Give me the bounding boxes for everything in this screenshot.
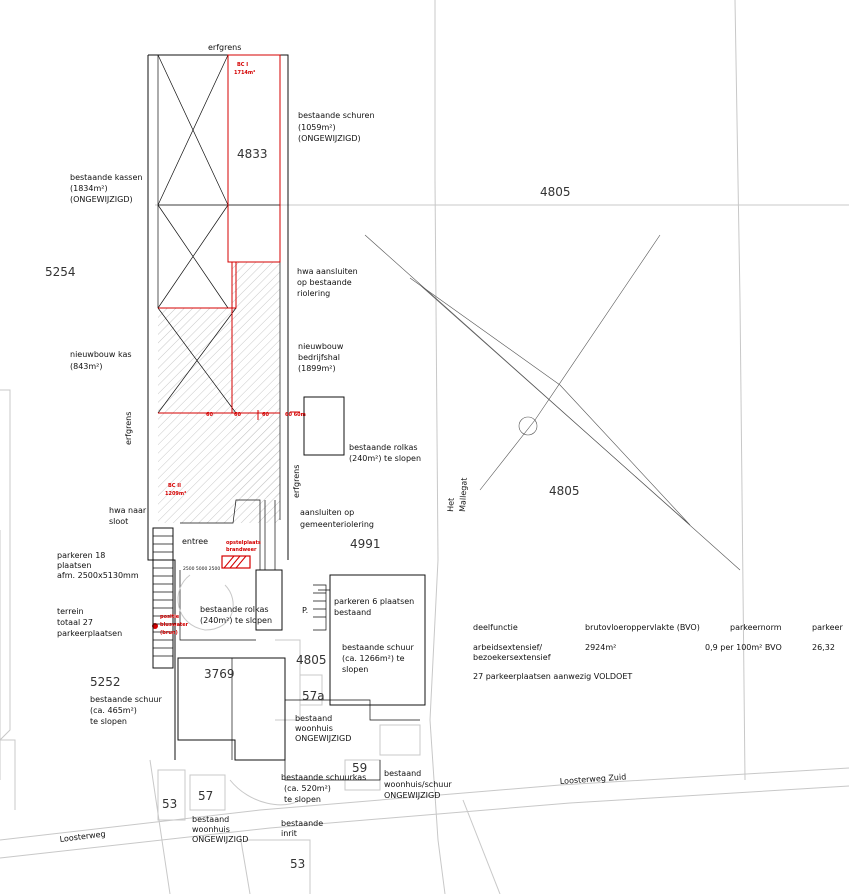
- parcel-5254: 5254: [45, 265, 76, 279]
- parking-dimensions: 2500 5000 2500: [183, 566, 220, 572]
- label-entree: entree: [182, 537, 208, 546]
- label-gemeenteriolering: aansluiten op gemeenteriolering: [300, 508, 374, 529]
- label-rolkas-left: bestaande rolkas (240m²) te slopen: [200, 605, 272, 625]
- parcel-4805-right: 4805: [549, 484, 580, 498]
- parcel-53-bottom: 53: [290, 857, 305, 871]
- label-woonhuis-schuur: bestaand woonhuis/schuur ONGEWIJZIGD: [384, 769, 454, 800]
- erfgrens-right: erfgrens: [292, 465, 301, 498]
- table-cell-func-2: bezoekersextensief: [473, 653, 551, 662]
- parking-areas: [152, 527, 327, 669]
- opstelplaats-box: [221, 555, 251, 569]
- label-opstelplaats: opstelplaats brandweer: [226, 540, 263, 553]
- table-header-deelfunctie: deelfunctie: [473, 623, 518, 632]
- label-bluswater: positie bluswater (brun): [160, 614, 190, 636]
- table-cell-bvo: 2924m²: [585, 643, 616, 652]
- table-cell-func-1: arbeidsextensief/: [473, 643, 542, 652]
- red-mark-1: 60: [206, 412, 213, 418]
- label-bc-ii: BC II 1209m²: [165, 483, 186, 497]
- road-mallegat: Mallegat: [458, 477, 469, 512]
- table-header-parkeer: parkeer: [812, 623, 843, 632]
- red-mark-3: 60: [262, 412, 269, 418]
- erfgrens-left: erfgrens: [124, 412, 133, 445]
- label-schuren: bestaande schuren (1059m²) (ONGEWIJZIGD): [298, 111, 377, 143]
- road-loosterweg: Loosterweg: [59, 829, 106, 844]
- parcel-57: 57: [198, 789, 213, 803]
- label-nieuwbouw-kas: nieuwbouw kas (843m²): [70, 350, 134, 371]
- label-terrein: terrein totaal 27 parkeerplaatsen: [57, 607, 122, 638]
- table-cell-norm: 0,9 per 100m² BVO: [705, 643, 782, 652]
- road-loosterweg-zuid: Loosterweg Zuid: [560, 772, 627, 786]
- parcel-4833: 4833: [237, 147, 268, 161]
- parcel-4805-top: 4805: [540, 185, 571, 199]
- label-hwa-sloot: hwa naar sloot: [109, 506, 149, 526]
- bcii-hatch: [158, 413, 280, 523]
- parking-norm-table: deelfunctie brutovloeroppervlakte (BVO) …: [473, 623, 843, 681]
- label-schuur-left: bestaande schuur (ca. 465m²) te slopen: [90, 695, 164, 726]
- table-conclusion: 27 parkeerplaatsen aanwezig VOLDOET: [473, 672, 632, 681]
- label-kassen: bestaande kassen (1834m²) (ONGEWIJZIGD): [70, 173, 145, 204]
- label-hwa-riolering: hwa aansluiten op bestaande riolering: [297, 267, 360, 298]
- label-bc-i: BC I 1714m²: [234, 62, 255, 76]
- erfgrens-top: erfgrens: [208, 43, 241, 52]
- parcel-57a: 57a: [302, 689, 325, 703]
- parcel-53-left: 53: [162, 797, 177, 811]
- label-schuurkas: bestaande schuurkas (ca. 520m²) te slope…: [281, 773, 369, 804]
- label-nieuwbouw-bedrijfshal: nieuwbouw bedrijfshal (1899m²): [298, 342, 346, 373]
- label-parkeren-6: parkeren 6 plaatsen bestaand: [334, 597, 417, 617]
- diagonal-lines: [364, 234, 741, 571]
- parcel-3769: 3769: [204, 667, 235, 681]
- red-mark-2: 60: [234, 412, 241, 418]
- parcel-59: 59: [352, 761, 367, 775]
- parcel-5252: 5252: [90, 675, 121, 689]
- red-mark-4: 60 60m: [285, 412, 306, 418]
- label-woonhuis-mid: bestaand woonhuis ONGEWIJZIGD: [295, 714, 351, 743]
- table-header-bvo: brutovloeroppervlakte (BVO): [585, 623, 700, 632]
- red-zones: [152, 54, 300, 629]
- label-schuur-right: bestaande schuur (ca. 1266m²) te slopen: [342, 643, 416, 674]
- parking-marker: P.: [302, 606, 308, 615]
- rolkas-right: [303, 396, 345, 456]
- label-inrit: bestaande inrit: [281, 819, 326, 838]
- lower-buildings: [177, 574, 426, 806]
- parcel-4805-mid: 4805: [296, 653, 327, 667]
- table-cell-parkeer: 26,32: [812, 643, 835, 652]
- road-het: Het: [446, 498, 456, 513]
- table-header-parkeernorm: parkeernorm: [730, 623, 782, 632]
- circle-marker: [518, 416, 538, 436]
- label-woonhuis-bottom: bestaand woonhuis ONGEWIJZIGD: [192, 815, 248, 844]
- label-rolkas-right: bestaande rolkas (240m²) te slopen: [349, 443, 421, 463]
- parcel-4991: 4991: [350, 537, 381, 551]
- label-parkeren-18: parkeren 18 plaatsen afm. 2500x5130mm: [57, 551, 139, 580]
